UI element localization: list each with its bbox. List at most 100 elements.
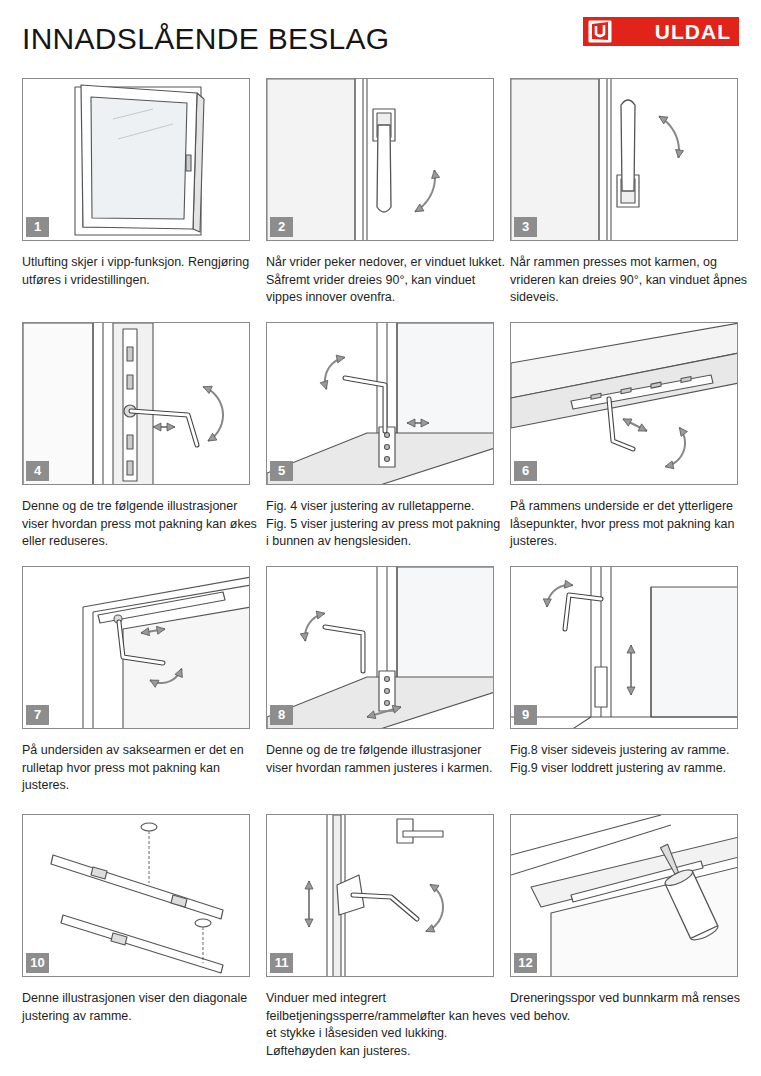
line-art [113,109,173,139]
logo-icon [586,19,616,44]
line-art [621,100,635,191]
line-art [591,393,601,399]
line-art [421,419,429,427]
line-art [691,926,720,943]
line-art [595,667,607,707]
panel-illustration [511,567,737,728]
line-art [171,895,187,907]
line-art [91,867,107,879]
line-art [609,399,633,449]
caption-block: På rammens underside er det ytterligere … [510,498,750,551]
panel-illustration [511,79,737,240]
line-art [397,323,493,435]
line-art [547,585,573,607]
oil-can [650,840,719,943]
panel: 4Denne og de tre følgende illustrasjoner… [22,322,250,485]
line-art [385,701,390,706]
panel-frame: 12 [510,814,738,977]
line-art [591,567,651,717]
panel-illustration [23,323,249,484]
callout-number: 3 [514,217,537,237]
line-art [679,428,687,437]
panel-frame: 9 [510,566,738,729]
line-art [651,587,737,717]
line-art [353,895,417,919]
line-art [61,915,223,973]
line-art [98,592,225,623]
line-art [663,867,694,889]
callout-number: 5 [270,461,293,481]
callout-number: 8 [270,705,293,725]
line-art [385,445,390,450]
line-art [659,116,668,124]
line-art [426,884,443,931]
line-art [565,595,601,629]
panel: 2Når vrider peker nedover, er vinduet lu… [266,78,494,241]
caption: Når rammen presses mot karmen, og vrider… [510,254,750,307]
line-art [127,435,133,449]
panel: 12Dreneringsspor ved bunnkarm må renses … [510,814,738,977]
callout-number: 10 [26,953,49,973]
line-art [203,927,204,963]
line-art [430,884,439,892]
line-art [511,79,599,240]
line-art [426,925,435,932]
panel: 9Fig.8 viser sideveis justering av ramme… [510,566,738,729]
line-art [665,461,674,469]
panel-frame: 8 [266,566,494,729]
caption: Denne illustrasjonen viser den diagonale… [22,990,262,1025]
line-art [627,645,635,653]
line-art [609,399,633,449]
line-art [208,433,217,441]
line-art [203,386,212,393]
line-art [175,669,182,678]
panel-illustration [23,79,249,240]
line-art [83,607,93,728]
line-art [385,677,390,682]
callout-number: 12 [514,953,537,973]
panel: 1Utlufting skjer i vipp-funksjon. Rengjø… [22,78,250,241]
line-art [676,149,684,158]
line-art [681,377,691,383]
line-art [377,125,391,212]
line-art [385,689,390,694]
line-art [651,382,661,388]
caption-block: Denne og de tre følgende illustrasjoner … [266,742,506,777]
panel-illustration [267,567,493,728]
line-art [83,95,193,227]
caption: Vinduer med integrert feilbetjeningssper… [266,990,506,1060]
line-art [320,380,328,389]
panel: 6På rammens underside er det ytterligere… [510,322,738,485]
line-art [660,844,680,875]
line-art [300,633,308,641]
line-art [325,627,363,671]
caption: Fig.9 viser loddrett justering av ramme. [510,760,750,778]
caption: Fig. 5 viser justering av press mot pakn… [266,516,506,551]
line-art [336,355,345,363]
panel-illustration [511,323,737,484]
panel-illustration [267,323,493,484]
panel: 8Denne og de tre følgende illustrasjoner… [266,566,494,729]
line-art [127,375,133,389]
line-art [511,353,737,428]
logo-text: ULDAL [655,20,731,44]
line-art [564,580,572,588]
line-art [571,375,713,409]
line-art [149,831,150,883]
callout-number: 11 [270,953,293,973]
line-art [75,87,201,235]
line-art [345,378,385,431]
line-art [156,626,165,634]
panel: 5Fig. 4 viser justering av rulletapperne… [266,322,494,485]
panel-frame: 1 [22,78,250,241]
line-art [355,79,367,240]
panel-frame: 11 [266,814,494,977]
line-art [203,387,223,441]
line-art [195,919,211,927]
line-art [123,607,249,728]
caption: Fig.8 viser sideveis justering av ramme. [510,742,750,760]
caption: Dreneringsspor ved bunnkarm må renses ve… [510,990,750,1025]
line-art [141,628,150,636]
line-art [565,595,601,629]
line-art [305,919,313,927]
